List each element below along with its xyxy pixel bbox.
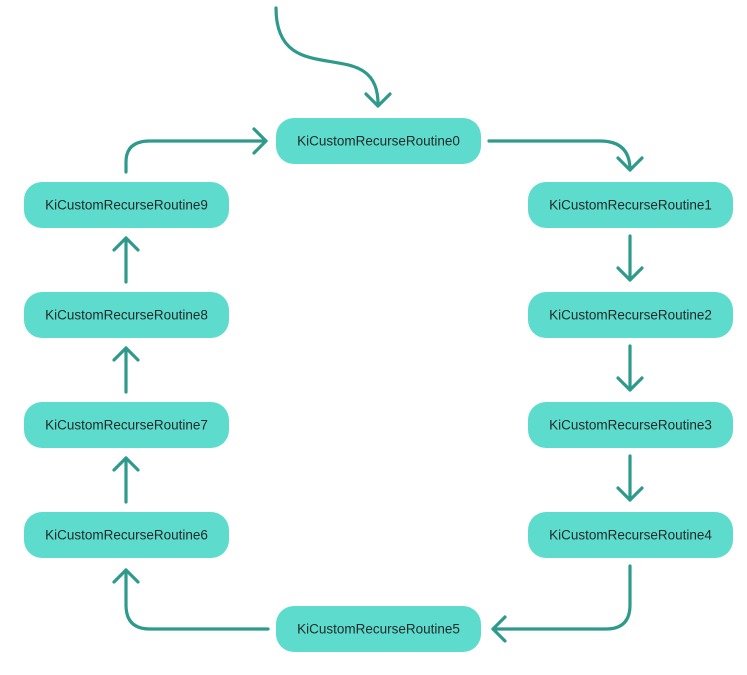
arrow-head-icon: [364, 92, 392, 108]
node-label: KiCustomRecurseRoutine1: [549, 198, 712, 213]
node-n8: KiCustomRecurseRoutine8: [24, 292, 229, 338]
arrow-head-icon: [616, 376, 644, 392]
arrow-head-icon: [112, 346, 140, 362]
node-box: [528, 292, 733, 338]
node-label: KiCustomRecurseRoutine0: [297, 134, 460, 149]
arrow-head-icon: [112, 568, 140, 584]
node-box: [24, 512, 229, 558]
node-box: [276, 606, 481, 652]
node-box: [24, 182, 229, 228]
node-box: [24, 402, 229, 448]
edge-line: [124, 139, 268, 174]
node-label: KiCustomRecurseRoutine6: [45, 528, 208, 543]
edge-line: [487, 139, 632, 172]
arrow-head-icon: [112, 236, 140, 252]
node-box: [528, 182, 733, 228]
arrow-head-icon: [252, 127, 268, 155]
edge-n7-to-n8: [112, 346, 140, 394]
node-n5: KiCustomRecurseRoutine5: [276, 606, 481, 652]
node-box: [528, 512, 733, 558]
edge-line: [491, 564, 632, 631]
edge-n5-to-n6: [112, 568, 270, 631]
arrow-head-icon: [112, 456, 140, 472]
node-n3: KiCustomRecurseRoutine3: [528, 402, 733, 448]
edge-n3-to-n4: [616, 454, 644, 502]
arrow-head-icon: [616, 486, 644, 502]
edge-line: [274, 6, 380, 108]
node-box: [276, 118, 481, 164]
node-n6: KiCustomRecurseRoutine6: [24, 512, 229, 558]
edge-line: [124, 568, 270, 631]
node-n7: KiCustomRecurseRoutine7: [24, 402, 229, 448]
nodes-layer: KiCustomRecurseRoutine0KiCustomRecurseRo…: [24, 118, 733, 652]
node-label: KiCustomRecurseRoutine8: [45, 308, 208, 323]
arrow-head-icon: [491, 615, 507, 643]
node-box: [24, 292, 229, 338]
node-label: KiCustomRecurseRoutine9: [45, 198, 208, 213]
edge-n2-to-n3: [616, 344, 644, 392]
arrow-head-icon: [616, 156, 644, 172]
node-n1: KiCustomRecurseRoutine1: [528, 182, 733, 228]
edge-n8-to-n9: [112, 236, 140, 284]
node-label: KiCustomRecurseRoutine3: [549, 418, 712, 433]
node-n2: KiCustomRecurseRoutine2: [528, 292, 733, 338]
arrow-head-icon: [616, 266, 644, 282]
node-label: KiCustomRecurseRoutine4: [549, 528, 712, 543]
node-n9: KiCustomRecurseRoutine9: [24, 182, 229, 228]
node-label: KiCustomRecurseRoutine7: [45, 418, 208, 433]
edge-n0-to-n1: [487, 139, 644, 172]
edge-n4-to-n5: [491, 564, 632, 643]
edge-n9-to-n0: [124, 127, 268, 174]
edge-n6-to-n7: [112, 456, 140, 504]
node-n0: KiCustomRecurseRoutine0: [276, 118, 481, 164]
node-n4: KiCustomRecurseRoutine4: [528, 512, 733, 558]
edge-n1-to-n2: [616, 234, 644, 282]
node-label: KiCustomRecurseRoutine2: [549, 308, 712, 323]
edge-entry-to-n0: [274, 6, 392, 108]
node-label: KiCustomRecurseRoutine5: [297, 622, 460, 637]
edges-layer: [112, 6, 644, 643]
node-box: [528, 402, 733, 448]
